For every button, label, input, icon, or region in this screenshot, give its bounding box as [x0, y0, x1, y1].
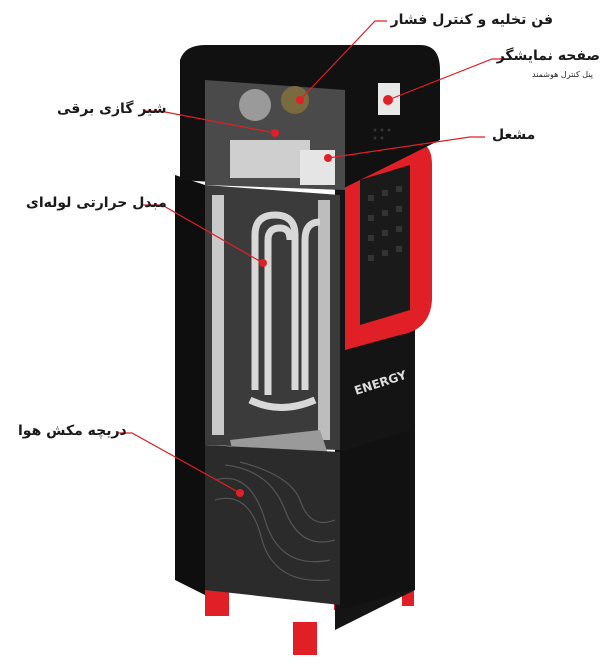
- leader-heat-exchanger: [142, 204, 264, 264]
- air-intake-grille: [214, 461, 336, 582]
- label-display: صفحه نمایشگر: [496, 48, 600, 64]
- label-gas-valve: شیر گازی برقی: [57, 101, 167, 117]
- left-column: [175, 175, 205, 595]
- foot: [293, 622, 317, 655]
- label-air-intake: دریچه مکش هوا: [18, 423, 127, 439]
- foot: [205, 588, 229, 616]
- label-burner: مشعل: [492, 127, 536, 143]
- leader-burner: [327, 136, 485, 159]
- heat-exchanger-tubes: [248, 211, 321, 411]
- leader-gas-valve: [145, 110, 276, 134]
- lower-section: [205, 445, 340, 605]
- leader-display: [387, 58, 505, 101]
- label-heat-exchanger: مبدل حرارتی لوله‌ای: [26, 195, 167, 211]
- leader-fan: [299, 20, 387, 101]
- leader-air-intake: [118, 432, 241, 494]
- label-fan: فن تخلیه و کنترل فشار: [390, 12, 553, 28]
- label-display-sub: پنل کنترل هوشمند: [532, 70, 593, 79]
